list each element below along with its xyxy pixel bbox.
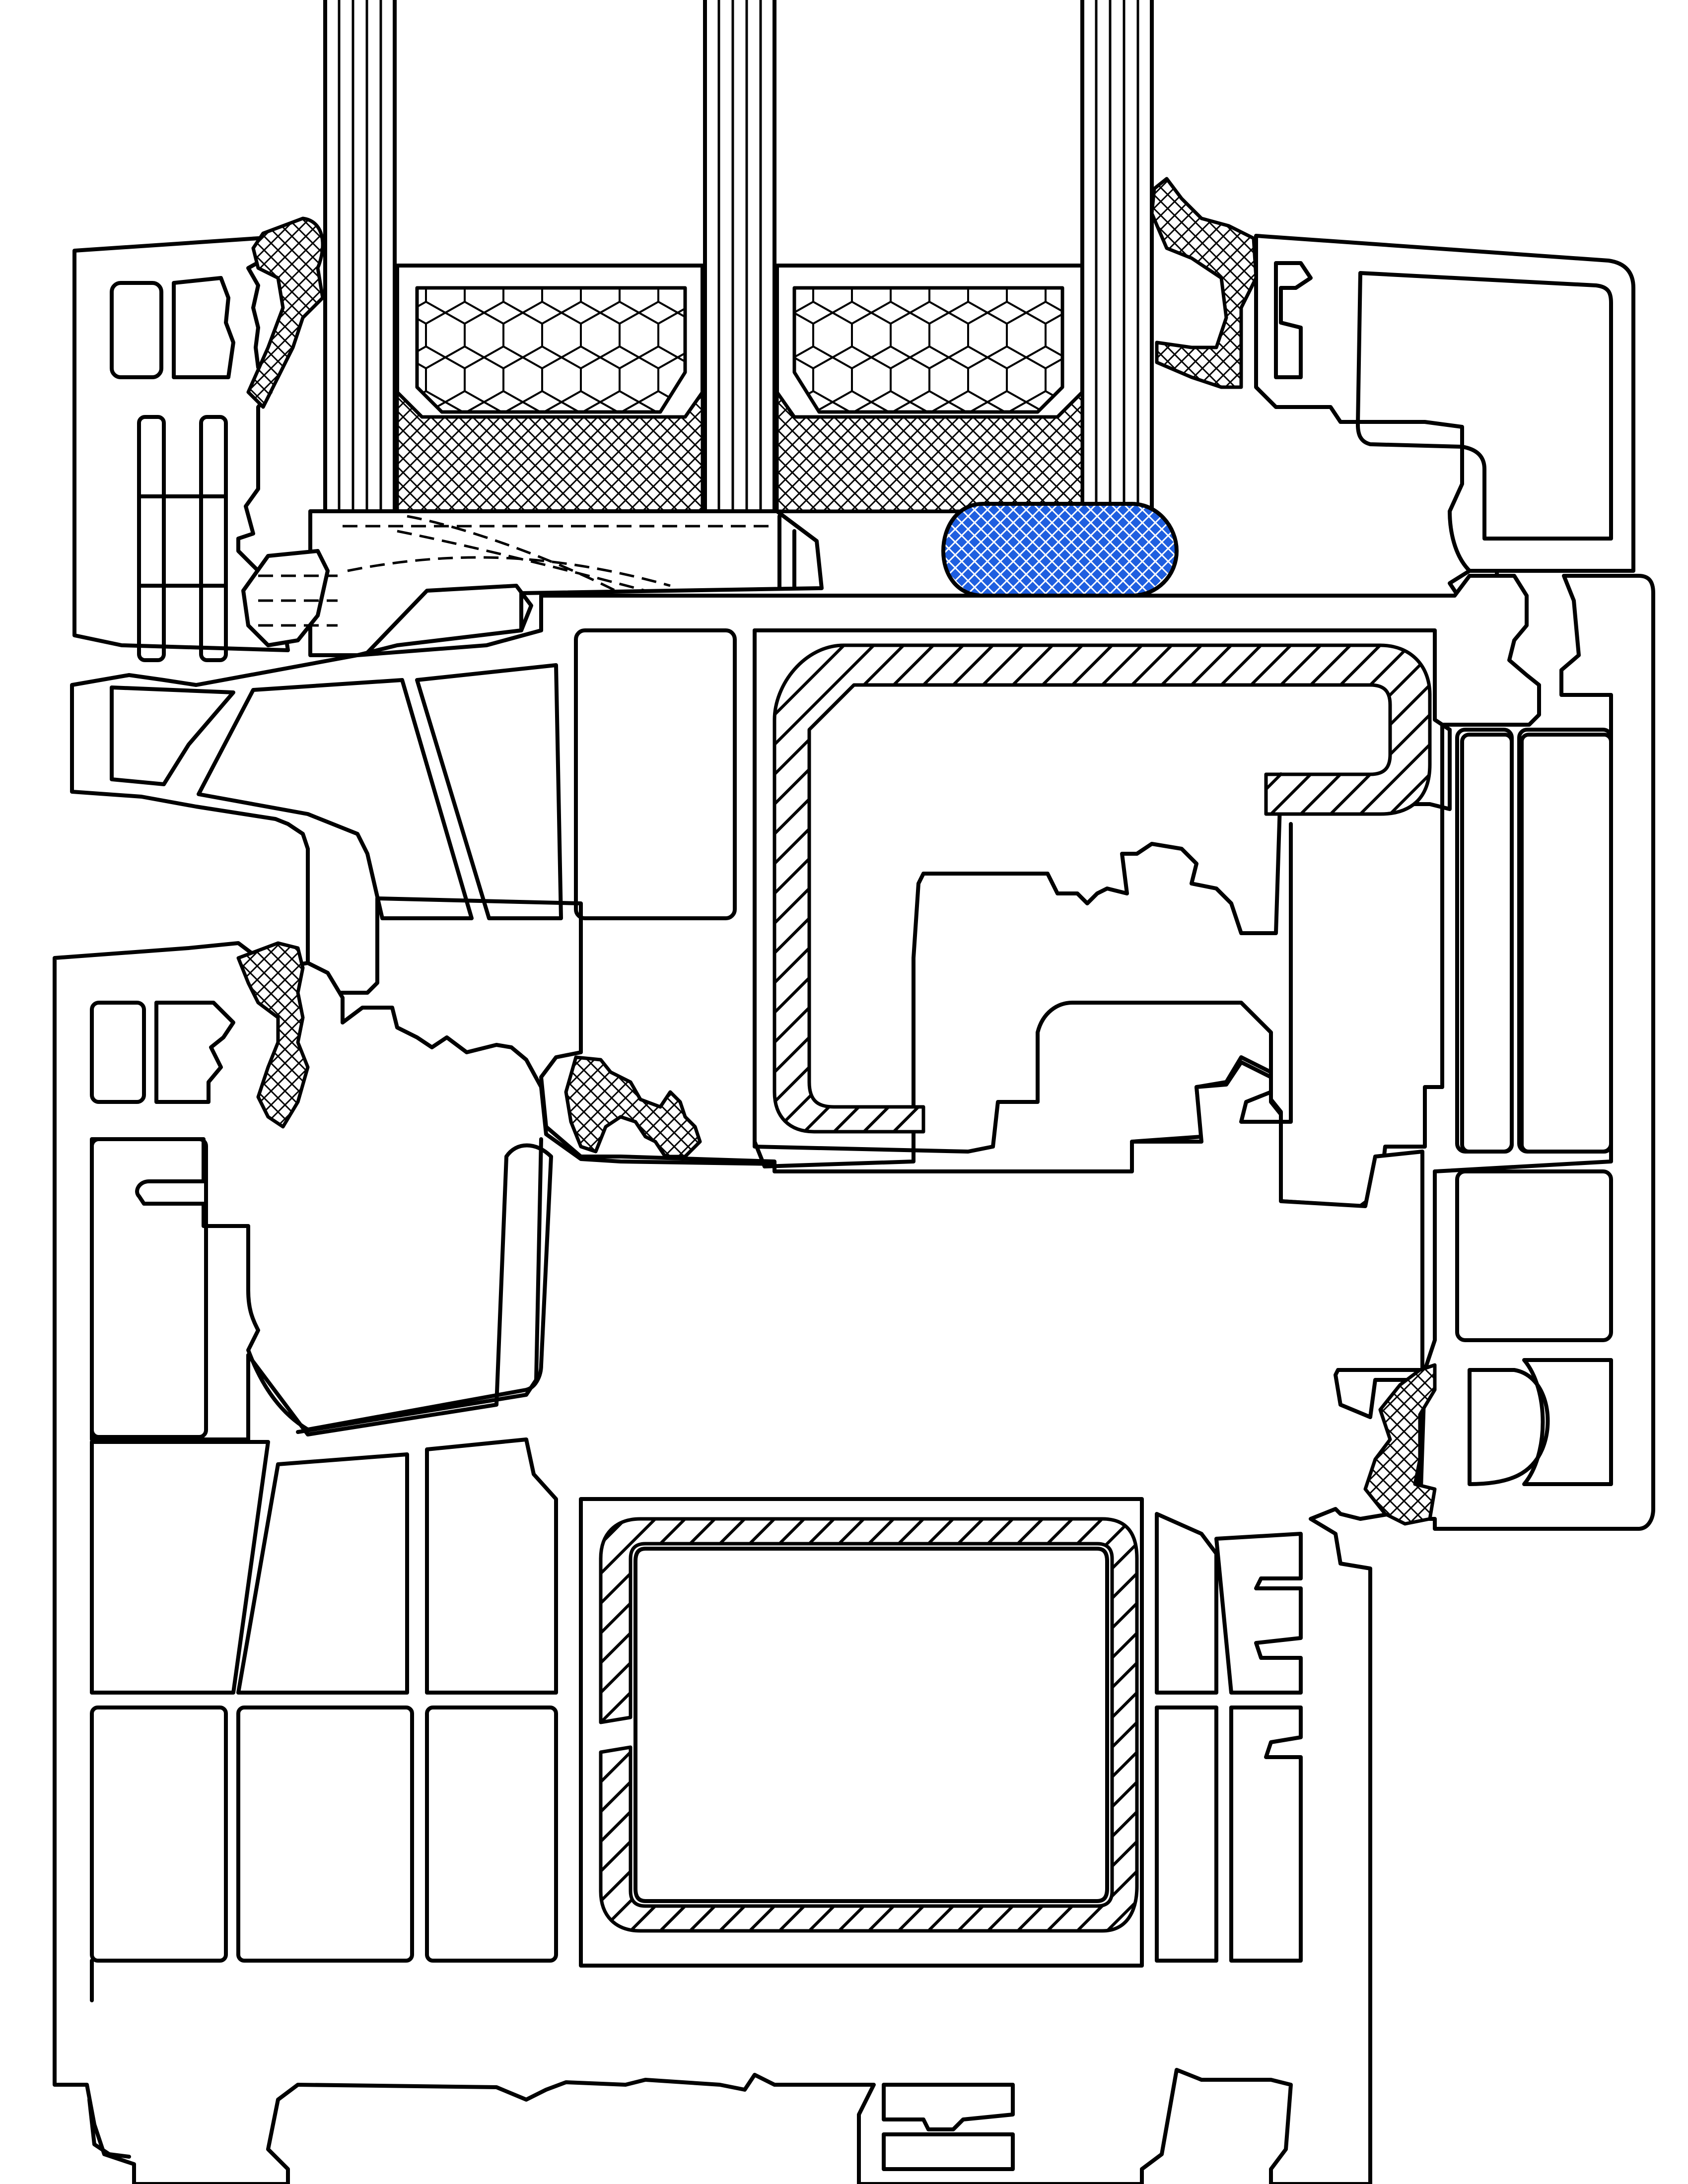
exterior-glazing-gasket xyxy=(246,216,325,409)
sash-right-detail xyxy=(1455,728,1613,1486)
glass-pane-outer xyxy=(323,0,397,513)
rebate-gasket xyxy=(564,1055,702,1159)
frame-lower-interior xyxy=(87,1497,1303,2171)
sash-steel-reinforcement xyxy=(773,643,1432,1134)
sash-lower-right xyxy=(1418,574,1655,1531)
hex-spacer-right xyxy=(792,286,1064,414)
triple-glazing xyxy=(323,0,1154,513)
glass-pane-middle xyxy=(703,0,776,513)
spacer-assembly xyxy=(395,264,1084,513)
sash-weather-gasket xyxy=(1363,1363,1437,1526)
glass-pane-inner xyxy=(1080,0,1154,513)
hex-spacer-left xyxy=(415,286,687,414)
frame-reinforcement-cavity xyxy=(633,1547,1109,1903)
glazing-packer xyxy=(241,509,824,657)
interior-glazing-gasket xyxy=(1150,177,1258,389)
frame-steel-reinforcement xyxy=(599,1517,1139,1933)
frame-outer-gasket xyxy=(236,941,310,1129)
setting-block xyxy=(941,502,1179,598)
frame-chambers-left xyxy=(90,1137,558,2002)
sash-reinforcement-chamber xyxy=(753,628,1293,1154)
glazing-bead-interior xyxy=(1254,234,1635,617)
